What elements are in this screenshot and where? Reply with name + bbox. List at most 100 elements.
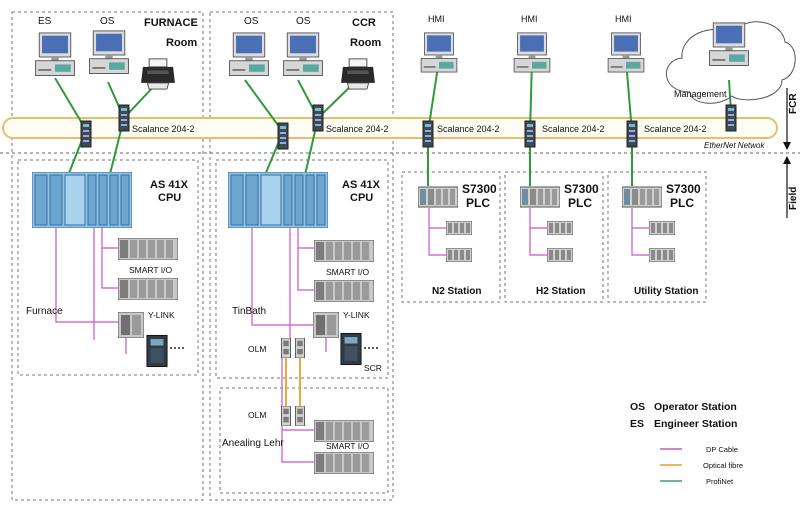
olm-module-icon (295, 338, 305, 358)
scr-label: SCR (364, 363, 382, 373)
es-label: ES (38, 16, 52, 27)
scalance-switch-icon (80, 120, 92, 148)
abbr-os: OS (630, 401, 645, 413)
plc-label: PLC (670, 196, 694, 210)
smart-io-rack-icon (118, 238, 178, 260)
ccr-area-border (209, 11, 394, 501)
dp-cables (55, 208, 649, 463)
tinbath-as41x-cpu-rack-icon (228, 172, 328, 228)
smart-io-rack-icon (314, 240, 374, 262)
smart-io-rack-icon (118, 278, 178, 300)
remote-io-icon (446, 248, 472, 262)
scalance-switch-icon (312, 104, 324, 132)
smart-io-rack-icon (314, 420, 374, 442)
scalance-switch-icon (626, 120, 638, 148)
utility-s7300-plc-icon (622, 186, 662, 208)
hmi1-icon (420, 32, 458, 73)
furnace-as41x-cpu-rack-icon (32, 172, 132, 228)
smart-io-label: SMART I/O (129, 265, 173, 275)
hmi2-icon (513, 32, 551, 73)
olm-module-icon (281, 406, 291, 426)
h2-station-box (504, 171, 604, 303)
field-label: Field (788, 187, 799, 210)
plc-label: PLC (568, 196, 592, 210)
management-workstation-icon (709, 22, 749, 66)
ccr-printer-icon (340, 58, 376, 90)
smart-io-label: SMART I/O (326, 441, 370, 451)
as41x-label: AS 41X (342, 179, 381, 191)
scalance-switch-icon (118, 104, 130, 132)
scalance-label: Scalance 204-2 (542, 124, 605, 134)
ccr-room-subtitle: Room (350, 37, 381, 49)
tinbath-section-label: TinBath (232, 306, 266, 317)
remote-io-icon (649, 221, 675, 235)
furnace-drive-icon (146, 334, 168, 368)
tinbath-scr-drive-icon (340, 332, 362, 366)
os-label: OS (296, 16, 311, 27)
olm-module-icon (281, 338, 291, 358)
abbr-es-text: Engineer Station (654, 418, 737, 430)
utility-station-box (607, 171, 707, 303)
s7300-label: S7300 (564, 182, 599, 196)
annealing-section-label: Anealing Lehr (222, 438, 284, 449)
n2-station-label: N2 Station (432, 286, 481, 297)
olm-label: OLM (248, 410, 266, 420)
n2-s7300-plc-icon (418, 186, 458, 208)
furnace-printer-icon (140, 58, 176, 90)
furnace-cabinet (17, 159, 199, 376)
hmi-label: HMI (615, 14, 632, 24)
ccr-os1-workstation-icon (229, 32, 269, 77)
furnace-room-title: FURNACE (144, 17, 198, 29)
remote-io-icon (649, 248, 675, 262)
smart-io-rack-icon (314, 280, 374, 302)
furnace-section-label: Furnace (26, 306, 63, 317)
h2-s7300-plc-icon (520, 186, 560, 208)
ethernet-ring (2, 117, 778, 139)
scalance-label: Scalance 204-2 (644, 124, 707, 134)
scalance-switch-icon (422, 120, 434, 148)
furnace-os-workstation-icon (89, 30, 129, 75)
annealing-cabinet (219, 387, 389, 494)
es-workstation-icon (35, 32, 75, 77)
furnace-room-subtitle: Room (166, 37, 197, 49)
tinbath-cabinet (215, 159, 389, 379)
scalance-switch-icon (277, 122, 289, 150)
utility-station-label: Utility Station (634, 286, 698, 297)
scalance-switch-icon (524, 120, 536, 148)
abbr-os-text: Operator Station (654, 401, 737, 413)
plc-label: PLC (466, 196, 490, 210)
scalance-label: Scalance 204-2 (326, 124, 389, 134)
legend-profinet-label: ProfiNet (706, 477, 734, 486)
hmi-label: HMI (521, 14, 538, 24)
y-link-label: Y-LINK (343, 310, 370, 320)
hmi3-icon (607, 32, 645, 73)
remote-io-icon (547, 248, 573, 262)
legend-dp-label: DP Cable (706, 445, 738, 454)
smart-io-rack-icon (314, 452, 374, 474)
furnace-ylink-icon (118, 312, 144, 338)
olm-label: OLM (248, 344, 266, 354)
abbr-es: ES (630, 418, 644, 430)
os-label: OS (244, 16, 259, 27)
ethernet-network-label: EtherNet Netwok (704, 141, 765, 150)
smart-io-label: SMART I/O (326, 267, 370, 277)
ccr-room-title: CCR (352, 17, 376, 29)
s7300-label: S7300 (666, 182, 701, 196)
ccr-os2-workstation-icon (283, 32, 323, 77)
scalance-switch-icon (725, 104, 737, 132)
olm-module-icon (295, 406, 305, 426)
hmi-label: HMI (428, 14, 445, 24)
management-label: Management (674, 89, 727, 99)
n2-station-box (401, 171, 501, 303)
cpu-label: CPU (350, 192, 373, 204)
fcr-label: FCR (788, 93, 799, 114)
scalance-label: Scalance 204-2 (437, 124, 500, 134)
cpu-label: CPU (158, 192, 181, 204)
y-link-label: Y-LINK (148, 310, 175, 320)
tinbath-ylink-icon (313, 312, 339, 338)
scalance-label: Scalance 204-2 (132, 124, 195, 134)
h2-station-label: H2 Station (536, 286, 585, 297)
furnace-area-border (11, 11, 204, 501)
